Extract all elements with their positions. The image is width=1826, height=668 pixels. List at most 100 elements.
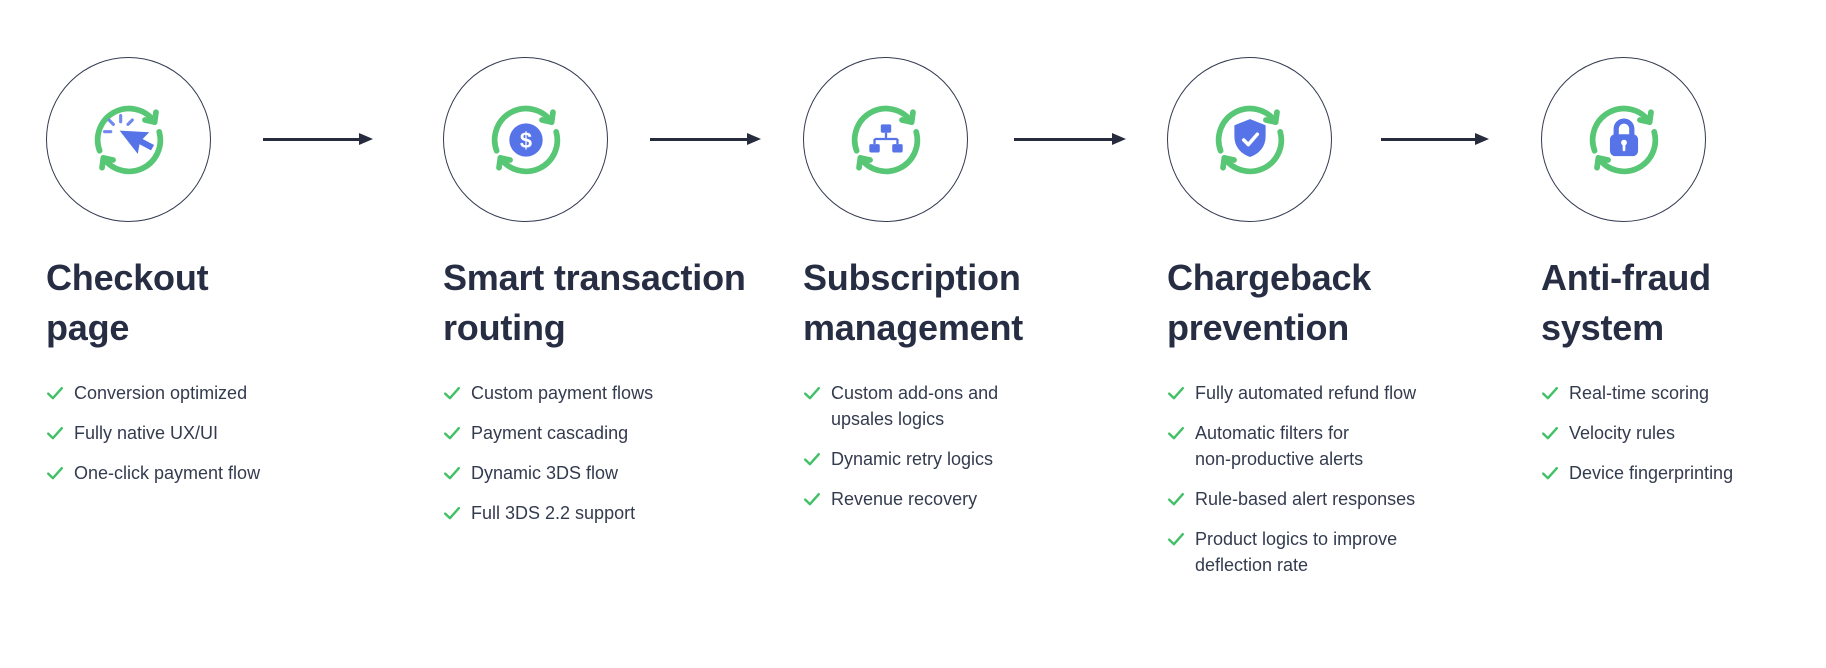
cycle-arrows-icon	[851, 105, 920, 174]
check-icon	[1168, 426, 1185, 440]
cycle-arc-bottom	[1221, 128, 1284, 174]
step-title: Smart transaction routing	[443, 257, 746, 348]
cycle-arc-bottom	[1595, 128, 1658, 174]
feature-item: Product logics to improve deflection rat…	[1167, 526, 1507, 578]
arrow-shaft	[650, 137, 747, 141]
feature-list: Fully automated refund flow Automatic fi…	[1167, 380, 1507, 578]
cycle-icon	[94, 105, 163, 174]
cycle-arrows-icon	[94, 105, 163, 174]
feature-text: Real-time scoring	[1569, 383, 1710, 403]
feature-item: Rule-based alert responses	[1167, 486, 1507, 512]
feature-text: Device fingerprinting	[1569, 463, 1734, 483]
feature-item: Fully native UX/UI	[46, 420, 406, 446]
cycle-arc-bottom	[857, 128, 920, 174]
step-circle: $	[443, 57, 608, 222]
feature-text: Dynamic 3DS flow	[471, 463, 619, 483]
arrow-shaft	[1014, 137, 1112, 141]
process-step: Chargeback prevention Fully automated re…	[1167, 57, 1507, 592]
cycle-icon	[1215, 105, 1284, 174]
step-title: Checkout page	[46, 257, 209, 348]
cycle-arc-top	[491, 105, 554, 154]
cycle-arrowhead-top	[141, 108, 159, 125]
cycle-arrows-icon	[491, 105, 560, 174]
feature-text: Full 3DS 2.2 support	[471, 503, 636, 523]
feature-text: Payment cascading	[471, 423, 629, 443]
feature-item: Device fingerprinting	[1541, 460, 1826, 486]
process-step: Checkout page Conversion optimized Fully…	[46, 57, 406, 500]
cursor-pointer	[119, 130, 154, 154]
process-step: $ Smart transaction routing Custom payme…	[443, 57, 803, 540]
check-icon	[47, 386, 64, 400]
step-circle	[1167, 57, 1332, 222]
cycle-icon: $	[491, 105, 560, 174]
flow-arrow	[1014, 131, 1126, 147]
svg-text:$: $	[519, 127, 531, 152]
arrow-head-icon	[1475, 133, 1489, 145]
cycle-arc-top	[1215, 105, 1278, 154]
feature-item: One-click payment flow	[46, 460, 406, 486]
cycle-arrowhead-top	[1636, 108, 1654, 125]
check-icon	[1168, 532, 1185, 546]
feature-list: Real-time scoring Velocity rules Device …	[1541, 380, 1826, 486]
cycle-arc-bottom	[497, 128, 560, 174]
check-icon	[444, 386, 461, 400]
feature-item: Payment cascading	[443, 420, 803, 446]
check-icon	[444, 506, 461, 520]
step-title: Anti-fraud system	[1541, 257, 1711, 348]
check-icon	[444, 466, 461, 480]
step-circle	[46, 57, 211, 222]
feature-item: Real-time scoring	[1541, 380, 1826, 406]
dollar-icon: $	[508, 122, 543, 157]
feature-text: Product logics to improve deflection rat…	[1195, 529, 1398, 575]
check-icon	[804, 492, 821, 506]
feature-item: Revenue recovery	[803, 486, 1123, 512]
arrow-head-icon	[1112, 133, 1126, 145]
cycle-icon	[851, 105, 920, 174]
process-step: Anti-fraud system Real-time scoring Velo…	[1541, 57, 1826, 500]
flow-arrow	[1381, 131, 1489, 147]
step-circle	[803, 57, 968, 222]
lock-icon	[1609, 117, 1638, 156]
cycle-arc-bottom	[100, 128, 163, 174]
cycle-arrowhead-bottom	[98, 154, 116, 171]
flow-arrow	[263, 131, 373, 147]
step-title: Subscription management	[803, 257, 1024, 348]
feature-item: Custom add-ons and upsales logics	[803, 380, 1123, 432]
cycle-arrowhead-top	[1262, 108, 1280, 125]
feature-text: Revenue recovery	[831, 489, 978, 509]
flow-arrow	[650, 131, 761, 147]
shield-check-icon	[1233, 118, 1266, 157]
feature-text: Conversion optimized	[74, 383, 248, 403]
cycle-arrowhead-top	[538, 108, 556, 125]
check-icon	[444, 426, 461, 440]
feature-text: Fully native UX/UI	[74, 423, 219, 443]
arrow-shaft	[263, 137, 359, 141]
feature-list: Custom add-ons and upsales logics Dynami…	[803, 380, 1123, 512]
feature-text: Fully automated refund flow	[1195, 383, 1417, 403]
cursor-click-icon	[102, 113, 154, 154]
shield-checkmark	[1241, 132, 1259, 146]
feature-item: Fully automated refund flow	[1167, 380, 1507, 406]
feature-text: Automatic filters for non-productive ale…	[1195, 423, 1364, 469]
feature-text: Rule-based alert responses	[1195, 489, 1416, 509]
feature-item: Custom payment flows	[443, 380, 803, 406]
cycle-arc-top	[94, 105, 157, 154]
check-icon	[804, 386, 821, 400]
cycle-arrowhead-bottom	[855, 154, 873, 171]
feature-item: Dynamic retry logics	[803, 446, 1123, 472]
cycle-arrowhead-bottom	[1593, 154, 1611, 171]
cycle-arrowhead-bottom	[1219, 154, 1237, 171]
check-icon	[1542, 426, 1559, 440]
feature-item: Full 3DS 2.2 support	[443, 500, 803, 526]
cycle-icon	[1589, 105, 1658, 174]
check-icon	[47, 466, 64, 480]
cycle-arrows-icon	[1215, 105, 1284, 174]
hierarchy-icon	[868, 123, 903, 152]
feature-list: Conversion optimized Fully native UX/UI …	[46, 380, 406, 486]
feature-item: Dynamic 3DS flow	[443, 460, 803, 486]
keyhole	[1620, 139, 1627, 146]
cycle-arrows-icon	[1589, 105, 1658, 174]
feature-text: One-click payment flow	[74, 463, 261, 483]
process-step: Subscription management Custom add-ons a…	[803, 57, 1123, 526]
feature-item: Conversion optimized	[46, 380, 406, 406]
